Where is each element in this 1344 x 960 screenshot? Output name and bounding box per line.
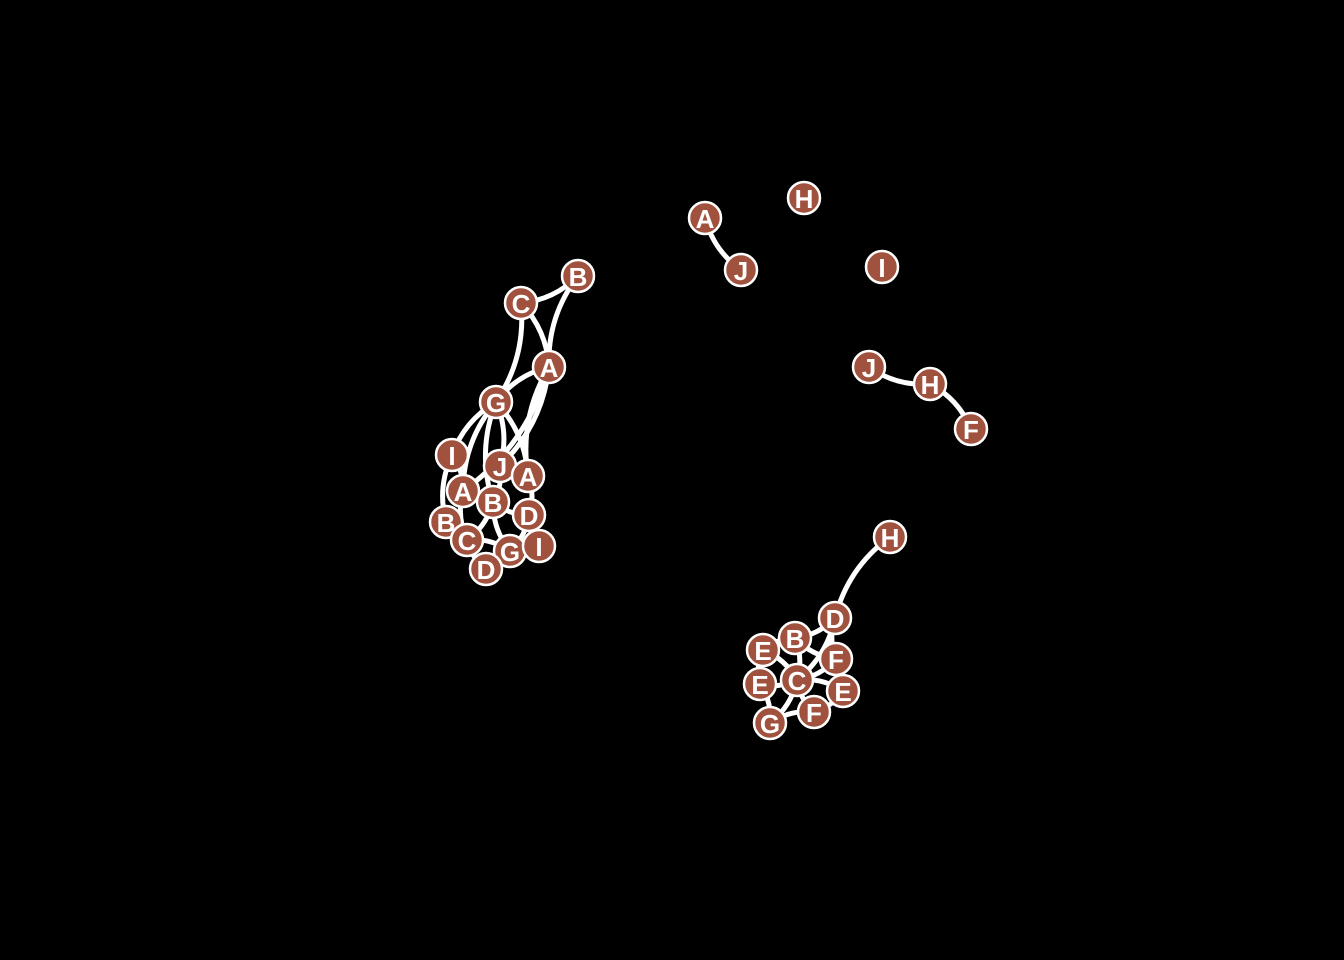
node-B_E2[interactable]: E — [742, 666, 778, 702]
node-L_G1[interactable]: G — [478, 384, 514, 420]
node-label: C — [788, 666, 807, 696]
node-label: A — [696, 204, 715, 234]
node-L_A3[interactable]: A — [445, 473, 481, 509]
node-circle — [449, 522, 485, 558]
node-T_I[interactable]: I — [864, 249, 900, 285]
node-T_H[interactable]: H — [786, 180, 822, 216]
node-R_H[interactable]: H — [912, 366, 948, 402]
node-L_B2[interactable]: B — [475, 484, 511, 520]
node-L_C1[interactable]: C — [503, 285, 539, 321]
node-circle — [817, 600, 853, 636]
node-label: F — [828, 645, 844, 675]
node-circle — [864, 249, 900, 285]
node-circle — [723, 252, 759, 288]
node-B_F1[interactable]: F — [818, 641, 854, 677]
node-label: G — [486, 388, 506, 418]
node-L_B1[interactable]: B — [560, 258, 596, 294]
node-circle — [796, 694, 832, 730]
node-circle — [478, 384, 514, 420]
node-label: A — [454, 477, 473, 507]
node-label: B — [786, 624, 805, 654]
node-circle — [468, 551, 504, 587]
node-circle — [510, 458, 546, 494]
node-label: A — [540, 353, 559, 383]
node-label: D — [520, 501, 539, 531]
node-label: A — [519, 462, 538, 492]
node-B_C[interactable]: C — [779, 662, 815, 698]
node-B_F2[interactable]: F — [796, 694, 832, 730]
node-label: F — [963, 415, 979, 445]
node-circle — [779, 662, 815, 698]
node-circle — [786, 180, 822, 216]
node-circle — [503, 285, 539, 321]
node-label: E — [751, 670, 768, 700]
node-T_A[interactable]: A — [687, 200, 723, 236]
node-label: D — [477, 555, 496, 585]
node-label: H — [921, 370, 940, 400]
node-L_I1[interactable]: I — [434, 437, 470, 473]
node-label: I — [448, 441, 455, 471]
node-label: E — [754, 636, 771, 666]
node-circle — [475, 484, 511, 520]
node-label: E — [834, 677, 851, 707]
node-circle — [521, 528, 557, 564]
node-label: B — [437, 508, 456, 538]
node-label: I — [878, 253, 885, 283]
node-R_F[interactable]: F — [953, 411, 989, 447]
node-B_D[interactable]: D — [817, 600, 853, 636]
node-circle — [560, 258, 596, 294]
node-label: H — [881, 523, 900, 553]
node-B_G[interactable]: G — [752, 705, 788, 741]
node-R_J[interactable]: J — [851, 349, 887, 385]
node-B_B[interactable]: B — [777, 620, 813, 656]
node-circle — [912, 366, 948, 402]
node-circle — [777, 620, 813, 656]
node-circle — [687, 200, 723, 236]
node-circle — [752, 705, 788, 741]
node-label: G — [760, 709, 780, 739]
node-L_A1[interactable]: A — [531, 349, 567, 385]
node-circle — [825, 673, 861, 709]
node-circle — [445, 473, 481, 509]
node-L_J1[interactable]: J — [482, 448, 518, 484]
node-label: H — [795, 184, 814, 214]
node-circle — [511, 497, 547, 533]
node-L_I2[interactable]: I — [521, 528, 557, 564]
node-L_A2[interactable]: A — [510, 458, 546, 494]
node-label: G — [500, 537, 520, 567]
node-label: B — [569, 262, 588, 292]
node-label: J — [493, 452, 507, 482]
node-circle — [742, 666, 778, 702]
node-B_E3[interactable]: E — [825, 673, 861, 709]
node-L_D1[interactable]: D — [511, 497, 547, 533]
node-label: B — [484, 488, 503, 518]
node-circle — [745, 632, 781, 668]
node-circle — [531, 349, 567, 385]
node-circle — [872, 519, 908, 555]
node-label: D — [826, 604, 845, 634]
node-circle — [851, 349, 887, 385]
node-L_D2[interactable]: D — [468, 551, 504, 587]
node-L_C2[interactable]: C — [449, 522, 485, 558]
node-T_J[interactable]: J — [723, 252, 759, 288]
node-label: C — [512, 289, 531, 319]
node-label: I — [535, 532, 542, 562]
node-label: J — [734, 256, 748, 286]
node-label: C — [458, 526, 477, 556]
node-label: F — [806, 698, 822, 728]
node-B_H[interactable]: H — [872, 519, 908, 555]
node-circle — [953, 411, 989, 447]
node-B_E1[interactable]: E — [745, 632, 781, 668]
node-circle — [434, 437, 470, 473]
node-circle — [818, 641, 854, 677]
node-label: J — [862, 353, 876, 383]
